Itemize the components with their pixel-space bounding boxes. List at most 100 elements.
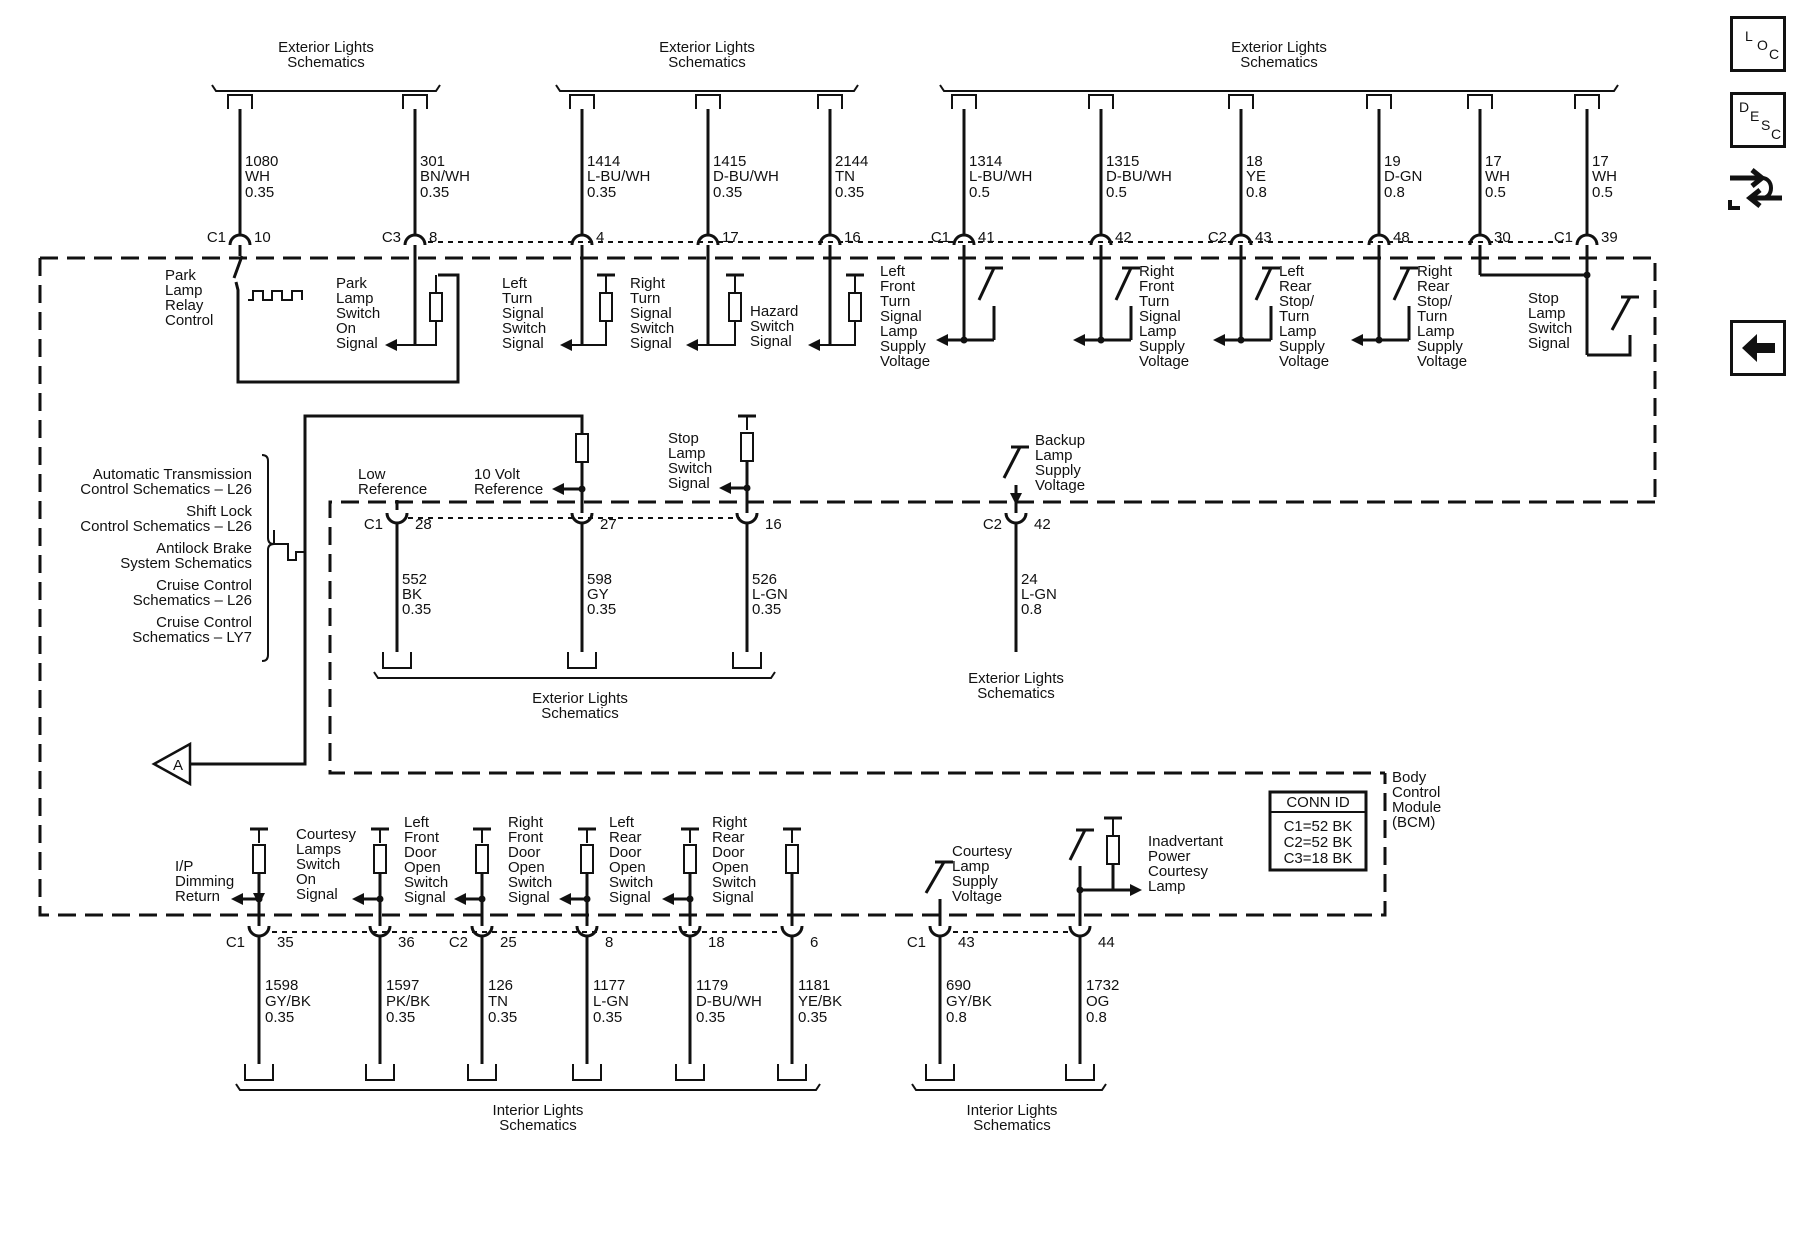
reference-5-line-1: Cruise Control: [156, 614, 252, 631]
top-circuit-8: 18: [1246, 153, 1263, 170]
rr-turn-arrow: [1351, 334, 1363, 346]
reference-5-line-2: Schematics – LY7: [132, 629, 252, 646]
top-pin-2: [403, 233, 427, 246]
park-switch-arrow: [385, 339, 397, 351]
bot-input-arrow-1: [231, 893, 243, 905]
rf-turn-switch-contact: [1114, 267, 1133, 301]
top-terminal-3: [569, 94, 595, 109]
lr-turn-switch-contact: [1254, 267, 1273, 301]
top-pin-num-6: 41: [978, 229, 995, 246]
ten-volt-offpage-wire: [190, 414, 584, 766]
top-circuit-5: 2144: [835, 153, 868, 170]
top-terminal-9: [1366, 94, 1392, 109]
desc-letter-c: C: [1771, 126, 1782, 142]
top-terminal-7: [1088, 94, 1114, 109]
lr-turn-label-line-4: Turn: [1279, 308, 1309, 325]
bot-circuit-1: 1598: [265, 977, 298, 994]
stop-switch-contact: [1610, 296, 1632, 331]
lr-turn-label-line-7: Voltage: [1279, 353, 1329, 370]
top-pin-3: [570, 233, 594, 246]
top-pin-num-10: 30: [1494, 229, 1511, 246]
bot-circuit-8: 1732: [1086, 977, 1119, 994]
bot-pin-6: [780, 925, 804, 938]
park-relay-label-line-2: Lamp: [165, 282, 203, 299]
desc-letter-d: D: [1739, 99, 1750, 115]
offpage-letter-a: A: [173, 757, 183, 774]
lr-turn-arrow: [1213, 334, 1225, 346]
back-button[interactable]: [1730, 320, 1786, 376]
mid-color-2: GY: [587, 586, 609, 603]
low-ref-label-line-2: Reference: [358, 481, 427, 498]
mid-circuit-1: 552: [402, 571, 427, 588]
bot-pin-1: [247, 925, 271, 938]
description-view-button[interactable]: D E S C: [1730, 92, 1786, 148]
low-ref-label-line-1: Low: [358, 466, 386, 483]
mid-stop-label-line-1: Stop: [668, 430, 699, 447]
rr-turn-label-line-5: Lamp: [1417, 323, 1455, 340]
top-circuit-6: 1314: [969, 153, 1002, 170]
park-switch-label-line-3: Switch: [336, 305, 380, 322]
lr-door-label-line-6: Signal: [609, 889, 651, 906]
rr-door-label-line-5: Switch: [712, 874, 756, 891]
top-terminal-5: [817, 94, 843, 109]
connector-swap-icon[interactable]: [1726, 162, 1786, 218]
conn-id-box: [1268, 790, 1368, 872]
top-pin-4: [696, 233, 720, 246]
bot-pin-num-5: 18: [708, 934, 725, 951]
bot-input-arrow-4: [559, 893, 571, 905]
left-turn-label-line-2: Turn: [502, 290, 532, 307]
reference-bracket-tie: [274, 543, 305, 561]
stop-switch-label-line-2: Lamp: [1528, 305, 1566, 322]
loc-letter-l: L: [1745, 28, 1753, 44]
bot-circuit-2: 1597: [386, 977, 419, 994]
bcm-name-line-2: Control: [1392, 784, 1440, 801]
bot-input-junction-5: [686, 895, 694, 903]
bcm-name-line-1: Body: [1392, 769, 1427, 786]
top-size-10: 0.5: [1485, 184, 1506, 201]
lr-turn-label-line-6: Supply: [1279, 338, 1325, 355]
conn-id-row: C1=52 BK: [1284, 818, 1353, 835]
rf-turn-arrow: [1073, 334, 1085, 346]
bot-color-6: YE/BK: [798, 993, 842, 1010]
group-bot_right-line-1: Interior Lights: [967, 1102, 1058, 1119]
rf-door-label-line-3: Door: [508, 844, 541, 861]
bot-input-resistor-4: [580, 844, 594, 874]
courtesy-switch-label-line-1: Courtesy: [296, 826, 357, 843]
location-view-button[interactable]: L O C: [1730, 16, 1786, 72]
top-size-11: 0.5: [1592, 184, 1613, 201]
top-pin-11: [1575, 233, 1599, 246]
top-color-6: L-BU/WH: [969, 168, 1032, 185]
bot-terminal-4: [572, 1064, 602, 1081]
conn-id-row: C2=52 BK: [1284, 834, 1353, 851]
top-pin-num-11: 39: [1601, 229, 1618, 246]
top-conn-1: C1: [207, 229, 226, 246]
ten-volt-label-line-2: Reference: [474, 481, 543, 498]
rf-turn-label-line-1: Right: [1139, 263, 1175, 280]
right-turn-resistor: [728, 292, 742, 322]
top-color-11: WH: [1592, 168, 1617, 185]
bot-terminal-1: [244, 1064, 274, 1081]
bot-pin-num-1: 35: [277, 934, 294, 951]
mid-circuit-3: 526: [752, 571, 777, 588]
lf-turn-label-line-5: Lamp: [880, 323, 918, 340]
inadvertant-label-line-4: Lamp: [1148, 878, 1186, 895]
mid-color-1: BK: [402, 586, 422, 603]
mid-size-3: 0.35: [752, 601, 781, 618]
group-bot_left-line-2: Schematics: [499, 1117, 577, 1134]
inadvertant-label-line-1: Inadvertant: [1148, 833, 1224, 850]
bot-pin-num-8: 44: [1098, 934, 1115, 951]
bot-input-resistor-6: [785, 844, 799, 874]
courtesy-supply-label-line-2: Lamp: [952, 858, 990, 875]
inadvertant-label-line-3: Courtesy: [1148, 863, 1209, 880]
top-terminal-4: [695, 94, 721, 109]
right-turn-label-line-5: Signal: [630, 335, 672, 352]
ten-volt-junction: [578, 485, 586, 493]
rf-turn-label-line-4: Signal: [1139, 308, 1181, 325]
bot-pin-num-7: 43: [958, 934, 975, 951]
top-pin-6: [952, 233, 976, 246]
brace-mid_left: [373, 671, 776, 679]
rr-turn-label-line-2: Rear: [1417, 278, 1450, 295]
bot-color-3: TN: [488, 993, 508, 1010]
courtesy-switch-label-line-3: Switch: [296, 856, 340, 873]
mid-pin-num-1: 28: [415, 516, 432, 533]
